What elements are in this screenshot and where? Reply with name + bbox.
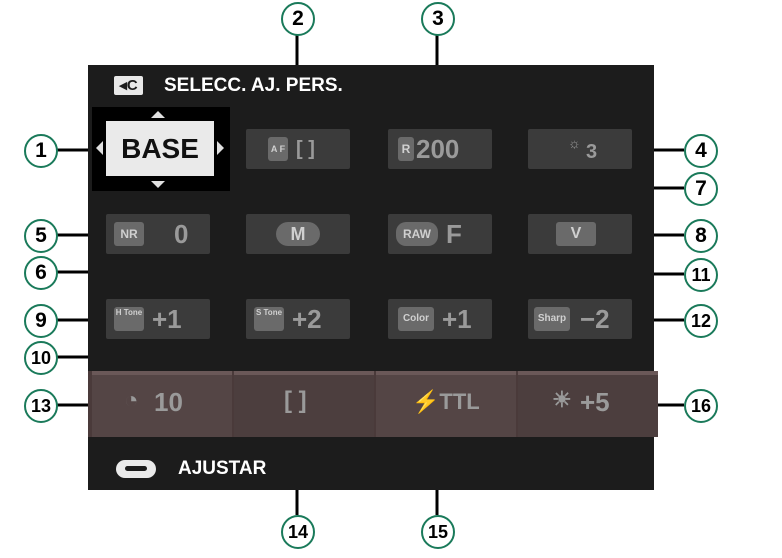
- tile-film-simulation[interactable]: V: [528, 214, 632, 254]
- sharp-chip: Sharp: [534, 307, 570, 331]
- timer-icon: ◔: [124, 387, 139, 414]
- camera-screen: ◂C SELECC. AJ. PERS. BASE A F [ ] R 200 …: [88, 65, 658, 490]
- screen-title: SELECC. AJ. PERS.: [164, 75, 343, 96]
- callout-3: 3: [421, 2, 455, 36]
- tile-af-mode[interactable]: A F [ ]: [246, 129, 350, 169]
- color-value: +1: [442, 304, 472, 334]
- callout-8: 8: [684, 219, 718, 253]
- raw-value: F: [446, 219, 462, 249]
- iso-value: 200: [416, 134, 460, 164]
- sharp-value: −2: [580, 304, 610, 334]
- timer-value: 10: [154, 387, 183, 417]
- callout-10: 10: [24, 341, 58, 375]
- h-tone-chip: H Tone: [114, 307, 144, 331]
- callout-1: 1: [24, 134, 58, 168]
- callout-15: 15: [421, 515, 455, 549]
- callout-13: 13: [24, 389, 58, 423]
- brightness-value: +5: [580, 387, 610, 417]
- tile-s-tone[interactable]: S Tone +2: [246, 299, 350, 339]
- dial-icon: [116, 460, 156, 478]
- cell-self-timer[interactable]: ◔ 10: [92, 371, 232, 437]
- callout-2: 2: [281, 2, 315, 36]
- iso-chip: R: [398, 137, 414, 161]
- nr-value: 0: [174, 219, 189, 249]
- tile-h-tone[interactable]: H Tone +1: [106, 299, 210, 339]
- callout-12: 12: [684, 304, 718, 338]
- tile-sharpness[interactable]: Sharp −2: [528, 299, 632, 339]
- mode-chip: M: [276, 222, 320, 246]
- callout-4: 4: [684, 134, 718, 168]
- tile-nr[interactable]: NR 0: [106, 214, 210, 254]
- raw-chip: RAW: [396, 222, 438, 246]
- cell-face-detection[interactable]: [ ]: [234, 371, 374, 437]
- s-tone-value: +2: [292, 304, 322, 334]
- lamp-icon: ☼: [568, 135, 581, 151]
- cell-brightness[interactable]: ☀ +5: [518, 371, 658, 437]
- cell-flash-mode[interactable]: ⚡TTL: [376, 371, 516, 437]
- brightness-icon: ☀: [552, 387, 572, 412]
- quick-settings-bar: ◔ 10 [ ] ⚡TTL ☀ +5: [88, 371, 658, 437]
- flash-ttl-value: ⚡TTL: [412, 389, 480, 414]
- nr-chip: NR: [114, 222, 144, 246]
- tile-mode[interactable]: M: [246, 214, 350, 254]
- callout-6: 6: [24, 256, 58, 290]
- color-chip: Color: [398, 307, 434, 331]
- top-bar: ◂C SELECC. AJ. PERS.: [88, 65, 654, 105]
- callout-7: 7: [684, 172, 718, 206]
- arrow-down-icon[interactable]: [151, 181, 165, 188]
- film-chip: V: [556, 222, 596, 246]
- callout-16: 16: [684, 389, 718, 423]
- af-chip: A F: [268, 137, 288, 161]
- bottom-bar: AJUSTAR: [88, 450, 654, 490]
- arrow-right-icon[interactable]: [217, 141, 224, 155]
- arrow-up-icon[interactable]: [151, 111, 165, 118]
- af-value: [ ]: [296, 138, 315, 160]
- arrow-left-icon[interactable]: [96, 141, 103, 155]
- h-tone-value: +1: [152, 304, 182, 334]
- s-tone-chip: S Tone: [254, 307, 284, 331]
- tile-raw[interactable]: RAW F: [388, 214, 492, 254]
- face-detect-icon: [ ]: [284, 387, 307, 414]
- callout-14: 14: [281, 515, 315, 549]
- callout-11: 11: [684, 258, 718, 292]
- callout-9: 9: [24, 304, 58, 338]
- wb-value: 3: [586, 141, 598, 163]
- adjust-label: AJUSTAR: [178, 458, 267, 479]
- callout-5: 5: [24, 219, 58, 253]
- custom-setting-icon: ◂C: [114, 76, 143, 95]
- tile-white-balance[interactable]: ☼ 3: [528, 129, 632, 169]
- tile-iso[interactable]: R 200: [388, 129, 492, 169]
- tile-color[interactable]: Color +1: [388, 299, 492, 339]
- selected-base-setting[interactable]: BASE: [106, 121, 214, 176]
